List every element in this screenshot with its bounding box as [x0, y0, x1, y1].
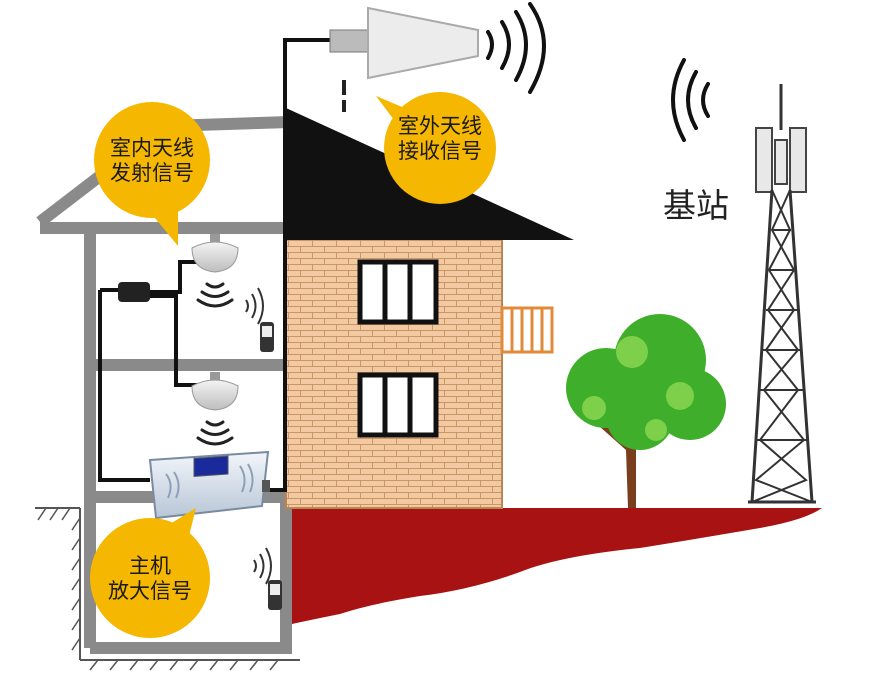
ceiling-antenna-upper — [191, 234, 239, 273]
ceiling-antenna-upper-waves — [196, 282, 234, 308]
tower-lattice — [748, 84, 816, 504]
outdoor-antenna-waves — [486, 2, 546, 94]
balcony-railing — [500, 306, 554, 354]
phone-upper — [245, 287, 274, 352]
window-lower — [357, 372, 439, 438]
bubble-host — [90, 508, 210, 638]
host-unit-label-line1: 主机 — [129, 554, 171, 578]
base-station-label: 基站 — [656, 188, 736, 224]
indoor-antenna-label-line1: 室内天线 — [110, 136, 194, 160]
indoor-antenna-label: 室内天线 发射信号 — [102, 136, 202, 186]
splitter — [118, 282, 150, 302]
host-unit-label-line2: 放大信号 — [108, 579, 192, 603]
base-station-label-text: 基站 — [663, 186, 729, 225]
cable — [98, 38, 330, 492]
indoor-antenna-label-line2: 发射信号 — [110, 161, 194, 185]
ground — [288, 508, 822, 624]
tower-antenna-panels — [755, 127, 807, 193]
tree — [566, 314, 726, 508]
outdoor-antenna-label-line1: 室外天线 — [398, 114, 482, 138]
booster-unit — [148, 450, 270, 520]
ground-hatch — [35, 507, 300, 671]
ceiling-antenna-lower — [191, 372, 239, 411]
window-upper — [357, 259, 439, 325]
ceiling-antenna-lower-waves — [196, 420, 234, 446]
outdoor-antenna-label-line2: 接收信号 — [398, 139, 482, 163]
phone-lower — [253, 547, 282, 610]
host-unit-label: 主机 放大信号 — [100, 554, 200, 604]
outdoor-antenna — [329, 6, 479, 80]
outdoor-antenna-label: 室外天线 接收信号 — [390, 114, 490, 164]
bubble-indoor — [94, 102, 210, 246]
bubble-outdoor — [376, 92, 496, 204]
tower-waves — [671, 58, 710, 142]
